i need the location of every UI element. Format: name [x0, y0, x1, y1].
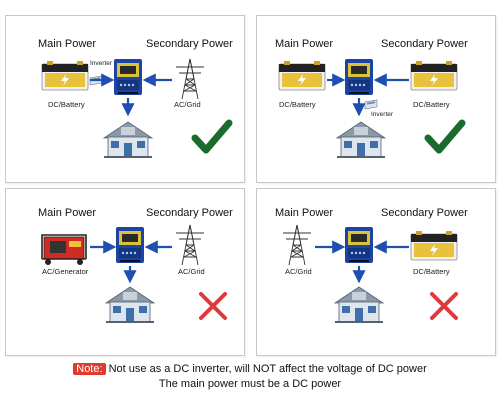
panel-generator-main-ac-secondary: Main Power Secondary Power AC/Generator …: [5, 188, 245, 356]
inverter-label: Inverter: [371, 111, 394, 118]
house-icon: [336, 121, 386, 159]
inverter-label: Inverter: [90, 60, 113, 67]
house-icon: [105, 286, 155, 324]
main-power-title: Main Power: [38, 207, 97, 219]
panel-dc-main-dc-secondary: Main Power Secondary Power DC/Battery DC…: [256, 15, 496, 183]
secondary-power-title: Secondary Power: [146, 38, 233, 50]
right-source-label: AC/Grid: [174, 100, 201, 109]
panel-dc-main-ac-secondary: Main Power Secondary Power Inverter DC/B…: [5, 15, 245, 183]
cross-icon: [430, 292, 458, 320]
note-line-2: The main power must be a DC power: [158, 378, 342, 390]
left-source-label: DC/Battery: [279, 100, 316, 109]
house-icon: [334, 286, 384, 324]
arrows: [90, 73, 172, 117]
arrows: [327, 73, 409, 117]
check-icon: [424, 119, 466, 154]
arrows: [90, 240, 172, 284]
secondary-power-title: Secondary Power: [146, 207, 233, 219]
main-power-title: Main Power: [275, 38, 334, 50]
cross-icon: [199, 292, 227, 320]
arrows: [315, 240, 409, 284]
right-source-label: DC/Battery: [413, 100, 450, 109]
note: Note: Not use as a DC inverter, will NOT…: [0, 362, 500, 392]
check-icon: [191, 119, 233, 154]
house-icon: [103, 121, 153, 159]
panel-ac-main-dc-secondary: Main Power Secondary Power AC/Grid DC/Ba…: [256, 188, 496, 356]
note-line-1: Note: Not use as a DC inverter, will NOT…: [0, 362, 500, 377]
note-text-1: Not use as a DC inverter, will NOT affec…: [108, 363, 427, 375]
secondary-power-title: Secondary Power: [381, 38, 468, 50]
left-source-label: AC/Grid: [285, 267, 312, 276]
main-power-title: Main Power: [275, 207, 334, 219]
right-source-label: DC/Battery: [413, 267, 450, 276]
left-source-label: DC/Battery: [48, 100, 85, 109]
note-badge: Note:: [73, 363, 106, 375]
secondary-power-title: Secondary Power: [381, 207, 468, 219]
main-power-title: Main Power: [38, 38, 97, 50]
right-source-label: AC/Grid: [178, 267, 205, 276]
left-source-label: AC/Generator: [42, 267, 89, 276]
